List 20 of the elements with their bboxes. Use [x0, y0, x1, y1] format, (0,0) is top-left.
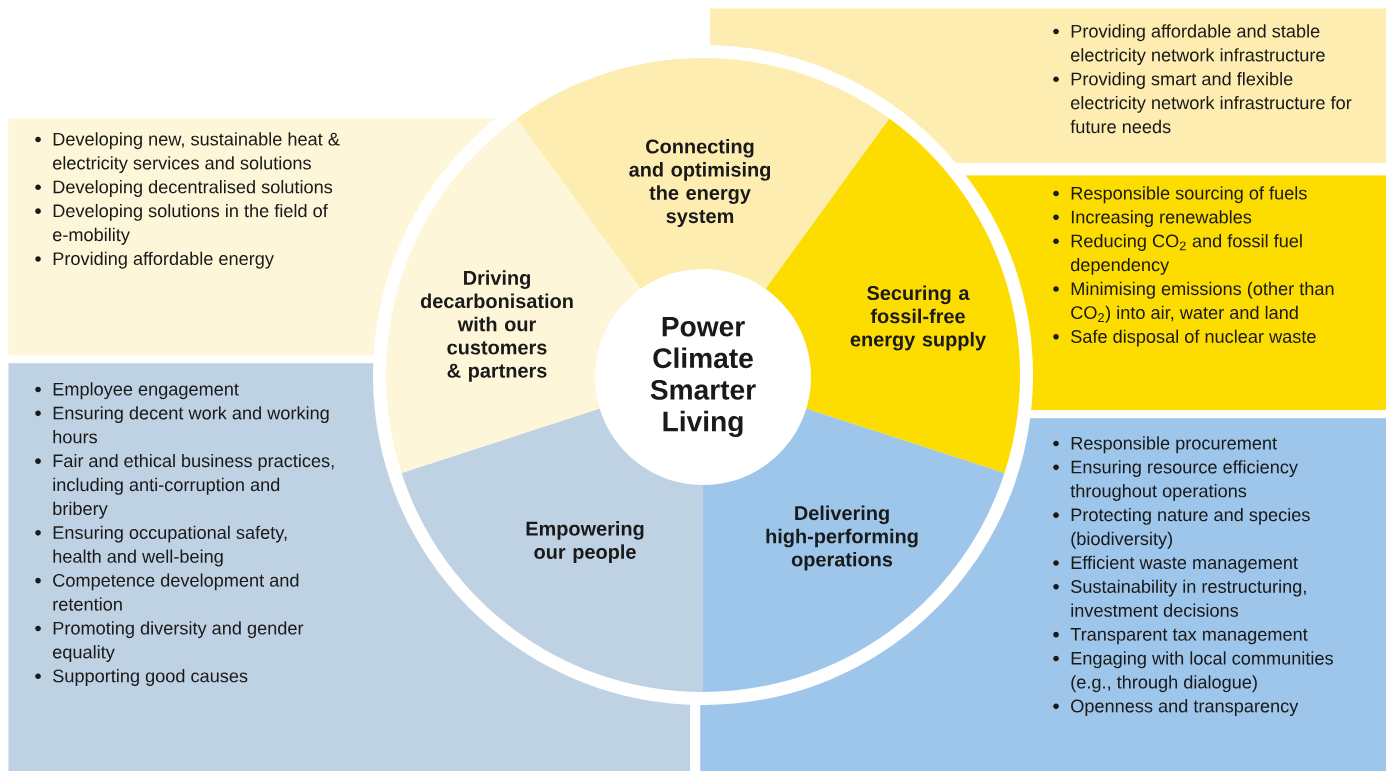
node-label: Responsible sourcing of fuels — [1071, 186, 1307, 204]
node-label: Supporting good causes — [53, 669, 248, 686]
node-label: Fair and ethical business practices, including anti-corruption and bribery — [53, 453, 334, 519]
node-label: Safe disposal of nuclear waste — [1071, 329, 1316, 347]
node-label: Minimising emissions (other than CO$_{2}$) into air, water and land — [1071, 281, 1334, 323]
node-label: Providing affordable energy — [53, 251, 274, 269]
node-label: Promoting diversity and gender equality — [53, 621, 304, 663]
node-label: Developing solutions in the field of e-mobility — [53, 203, 328, 245]
node-label: Reducing CO$_{2}$ and fossil fuel dependency — [1070, 234, 1302, 275]
node-label: Developing new, sustainable heat & electricity services and solutions — [53, 132, 340, 174]
node-label: Providing smart and flexible electricity network infrastructure for future needs — [1070, 72, 1352, 134]
node-label: Competence development and retention — [53, 573, 299, 611]
node-label: Empowering our people — [526, 521, 644, 563]
node-label: Developing decentralised solutions — [53, 180, 333, 197]
node-label: Ensuring occupational safety, health and well-being — [53, 525, 287, 567]
node-label: Employee engagement — [53, 382, 239, 400]
node-label: Providing affordable and stable electricity network infrastructure — [1071, 24, 1325, 66]
node-label: Ensuring decent work and working hours — [53, 406, 329, 444]
node-label: Increasing renewables — [1071, 210, 1252, 228]
node-label: Delivering high-performing operations — [766, 505, 918, 571]
